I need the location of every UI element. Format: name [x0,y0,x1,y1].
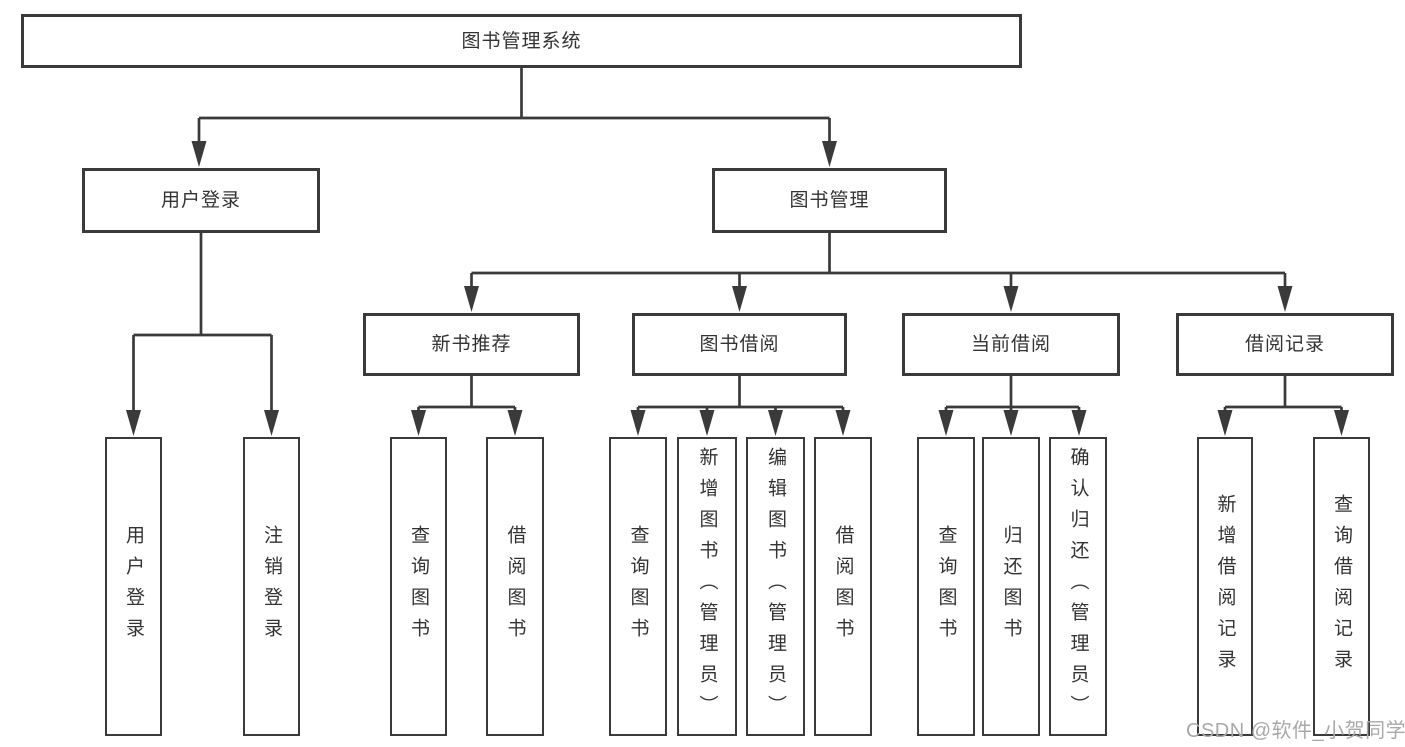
arrowhead-icon [699,410,715,436]
node-borrow-records: 借阅记录 [1176,313,1394,376]
arrowhead-icon [1071,410,1087,436]
leaf-edit-book-admin: 编辑图书（管理员） [746,437,805,736]
node-new-book-recommend-label: 新书推荐 [431,334,512,355]
arrowhead-icon [1217,410,1233,436]
leaf-edit-book-admin-label: 编辑图书（管理员） [765,447,786,726]
arrowhead-icon [768,410,783,436]
leaf-borrow-query-books-label: 查询图书 [627,524,649,649]
arrowhead-icon [1277,286,1293,312]
leaf-add-book-admin-label: 新增图书（管理员） [696,447,718,726]
leaf-borrow-query-books: 查询图书 [609,437,667,736]
arrowhead-icon [1003,410,1019,436]
arrowhead-icon [938,410,954,436]
leaf-query-borrow-record-label: 查询借阅记录 [1331,493,1352,680]
node-current-borrow-label: 当前借阅 [970,334,1051,355]
arrowhead-icon [1003,286,1019,312]
leaf-borrow-books: 借阅图书 [814,437,872,736]
leaf-user-login: 用户登录 [105,437,162,736]
leaf-user-login-label: 用户登录 [123,524,144,649]
arrowhead-icon [126,410,141,436]
leaf-add-borrow-record: 新增借阅记录 [1197,437,1253,736]
tree-edges [132,68,1343,418]
node-book-borrow-label: 图书借阅 [699,334,780,355]
arrowhead-icon [264,410,279,436]
node-book-management-label: 图书管理 [789,190,870,211]
arrowheads [126,141,1349,436]
node-user-login-label: 用户登录 [160,190,241,211]
arrowhead-icon [411,410,426,436]
arrowhead-icon [835,410,851,436]
leaf-logout-label: 注销登录 [261,524,282,649]
node-new-book-recommend: 新书推荐 [363,313,580,376]
leaf-current-query-books-label: 查询图书 [935,524,957,649]
leaf-borrow-books-label: 借阅图书 [832,524,854,649]
leaf-recommend-borrow-books: 借阅图书 [486,437,544,736]
leaf-query-borrow-record: 查询借阅记录 [1313,437,1370,736]
arrowhead-icon [732,286,747,312]
leaf-confirm-return-admin-label: 确认归还（管理员） [1067,447,1089,726]
arrowhead-icon [1334,410,1349,436]
arrowhead-icon [507,410,523,436]
watermark: CSDN @软件_小贺同学 [1186,720,1405,742]
leaf-return-books-label: 归还图书 [1000,524,1022,649]
leaf-recommend-query-books: 查询图书 [390,437,447,736]
leaf-logout: 注销登录 [243,437,300,736]
node-user-login: 用户登录 [82,168,320,233]
node-book-management: 图书管理 [712,168,947,233]
arrowhead-icon [464,286,479,312]
node-library-system-label: 图书管理系统 [461,30,582,52]
leaf-recommend-query-books-label: 查询图书 [408,524,429,649]
arrowhead-icon [822,141,837,167]
node-library-system: 图书管理系统 [21,14,1022,68]
arrowhead-icon [630,410,646,436]
leaf-add-borrow-record-label: 新增借阅记录 [1214,493,1236,680]
leaf-recommend-borrow-books-label: 借阅图书 [504,524,526,649]
leaf-return-books: 归还图书 [982,437,1040,736]
leaf-confirm-return-admin: 确认归还（管理员） [1049,437,1107,736]
leaf-add-book-admin: 新增图书（管理员） [677,437,737,736]
node-book-borrow: 图书借阅 [632,313,847,376]
node-borrow-records-label: 借阅记录 [1244,334,1325,355]
node-current-borrow: 当前借阅 [902,313,1120,376]
arrowhead-icon [191,141,207,167]
leaf-current-query-books: 查询图书 [917,437,975,736]
